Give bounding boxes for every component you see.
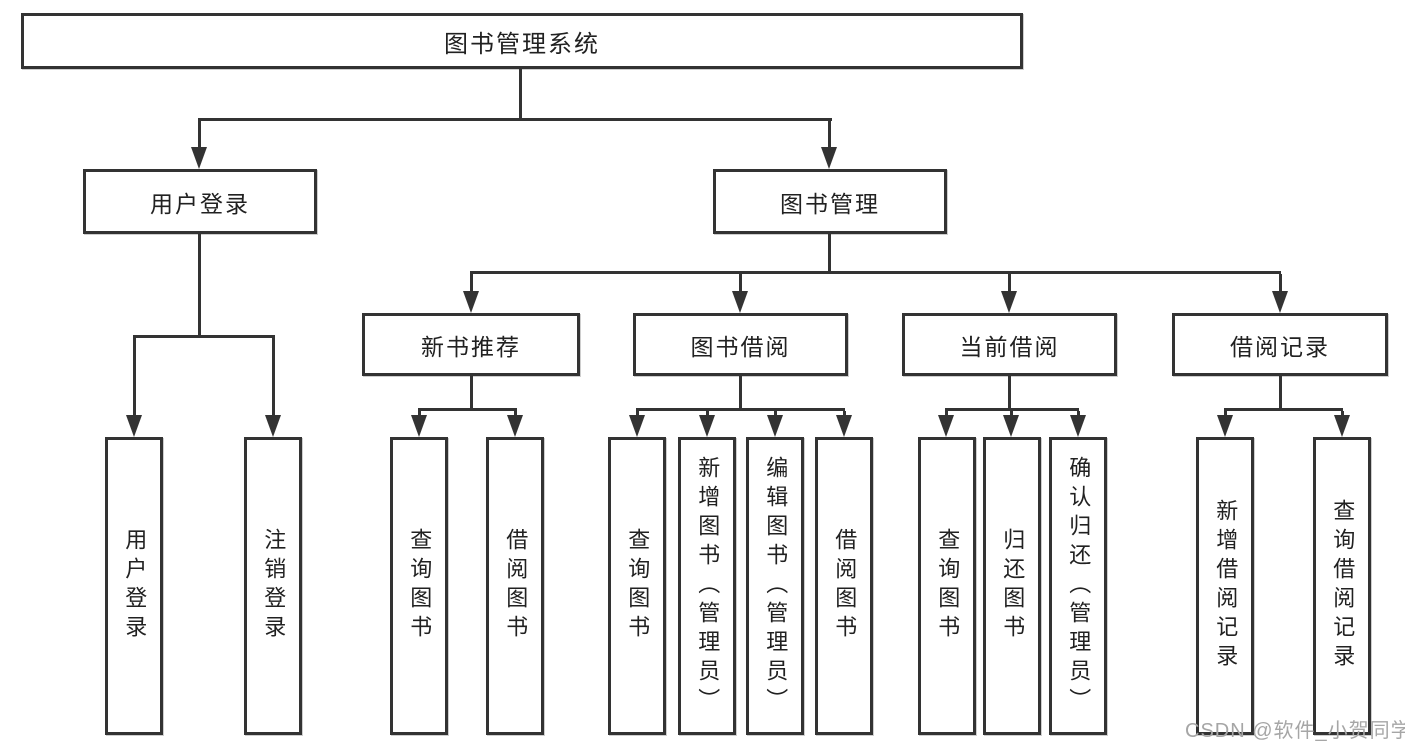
connector-newbook-hline bbox=[418, 408, 517, 411]
leaf-borrow-books-recommend-label: 借阅图书 bbox=[503, 528, 529, 644]
arrow-leaf-add-borrow-record bbox=[1217, 415, 1233, 437]
leaf-add-book-admin-label: 新增图书（管理员） bbox=[695, 455, 721, 717]
leaf-query-borrow-record: 查询借阅记录 bbox=[1313, 437, 1371, 735]
node-borrowing-records-label: 借阅记录 bbox=[1230, 333, 1330, 360]
leaf-user-login-label: 用户登录 bbox=[122, 528, 148, 644]
connector-bookmgmt-hline bbox=[470, 271, 1281, 274]
leaf-add-borrow-record: 新增借阅记录 bbox=[1196, 437, 1254, 735]
arrow-book-borrowing bbox=[732, 291, 748, 313]
connector-stem-book-borrowing bbox=[739, 274, 742, 294]
connector-currentborrow-stem bbox=[1008, 376, 1011, 411]
connector-newbook-stem bbox=[470, 376, 473, 411]
leaf-logout-label: 注销登录 bbox=[261, 528, 287, 644]
leaf-return-book: 归还图书 bbox=[983, 437, 1041, 735]
leaf-query-books-borrowing-label: 查询图书 bbox=[625, 528, 651, 644]
leaf-query-books-recommend: 查询图书 bbox=[390, 437, 448, 735]
leaf-query-books-borrowing: 查询图书 bbox=[608, 437, 666, 735]
node-book-management: 图书管理 bbox=[713, 169, 947, 234]
leaf-query-books-recommend-label: 查询图书 bbox=[407, 528, 433, 644]
leaf-edit-book-admin-label: 编辑图书（管理员） bbox=[763, 455, 789, 717]
node-user-login-label: 用户登录 bbox=[150, 190, 250, 217]
connector-records-hline bbox=[1224, 408, 1343, 411]
leaf-edit-book-admin: 编辑图书（管理员） bbox=[746, 437, 804, 735]
connector-stem-book-management bbox=[828, 121, 831, 149]
arrow-leaf-edit-book-admin bbox=[767, 415, 783, 437]
node-new-book-recommend: 新书推荐 bbox=[362, 313, 580, 376]
connector-stem-user-login bbox=[198, 121, 201, 149]
leaf-query-books-current: 查询图书 bbox=[918, 437, 976, 735]
leaf-confirm-return-admin: 确认归还（管理员） bbox=[1049, 437, 1107, 735]
node-book-borrowing: 图书借阅 bbox=[633, 313, 848, 376]
leaf-logout: 注销登录 bbox=[244, 437, 302, 735]
connector-stem-current-borrowing bbox=[1008, 274, 1011, 294]
arrow-leaf-query-books-current bbox=[938, 415, 954, 437]
connector-bookmgmt-stem bbox=[828, 234, 831, 274]
connector-root-hline bbox=[198, 118, 832, 121]
arrow-borrowing-records bbox=[1272, 291, 1288, 313]
leaf-add-borrow-record-label: 新增借阅记录 bbox=[1213, 499, 1239, 673]
node-new-book-recommend-label: 新书推荐 bbox=[421, 333, 521, 360]
arrow-book-management bbox=[821, 147, 837, 169]
arrow-leaf-logout bbox=[265, 415, 281, 437]
leaf-borrow-books-borrowing: 借阅图书 bbox=[815, 437, 873, 735]
connector-stem-leaf-logout bbox=[272, 338, 275, 417]
node-current-borrowing-label: 当前借阅 bbox=[959, 333, 1060, 360]
node-book-management-label: 图书管理 bbox=[780, 190, 880, 217]
connector-root-stem bbox=[519, 69, 522, 121]
node-user-login: 用户登录 bbox=[83, 169, 317, 234]
leaf-borrow-books-recommend: 借阅图书 bbox=[486, 437, 544, 735]
node-root: 图书管理系统 bbox=[21, 13, 1023, 69]
arrow-leaf-query-borrow-record bbox=[1334, 415, 1350, 437]
node-current-borrowing: 当前借阅 bbox=[902, 313, 1117, 376]
connector-stem-borrowing-records bbox=[1279, 274, 1282, 294]
connector-currentborrow-hline bbox=[945, 408, 1079, 411]
arrow-leaf-return-book bbox=[1003, 415, 1019, 437]
connector-bookborrow-stem bbox=[739, 376, 742, 411]
leaf-return-book-label: 归还图书 bbox=[1000, 528, 1026, 644]
leaf-query-borrow-record-label: 查询借阅记录 bbox=[1330, 499, 1356, 673]
leaf-add-book-admin: 新增图书（管理员） bbox=[678, 437, 736, 735]
watermark: CSDN @软件_小贺同学 bbox=[1185, 720, 1405, 742]
connector-bookborrow-hline bbox=[636, 408, 845, 411]
arrow-leaf-add-book-admin bbox=[699, 415, 715, 437]
node-root-label: 图书管理系统 bbox=[444, 30, 600, 58]
leaf-borrow-books-borrowing-label: 借阅图书 bbox=[832, 528, 858, 644]
arrow-leaf-confirm-return-admin bbox=[1070, 415, 1086, 437]
leaf-confirm-return-admin-label: 确认归还（管理员） bbox=[1066, 455, 1092, 717]
arrow-user-login bbox=[191, 147, 207, 169]
arrow-leaf-query-books-borrowing bbox=[629, 415, 645, 437]
connector-records-stem bbox=[1279, 376, 1282, 411]
connector-stem-new-book bbox=[470, 274, 473, 294]
node-borrowing-records: 借阅记录 bbox=[1172, 313, 1388, 376]
arrow-leaf-borrow-books-borrowing bbox=[836, 415, 852, 437]
connector-userlogin-stem bbox=[198, 234, 201, 338]
connector-stem-leaf-user-login bbox=[133, 338, 136, 417]
arrow-new-book-recommend bbox=[463, 291, 479, 313]
connector-userlogin-hline bbox=[133, 335, 275, 338]
leaf-user-login: 用户登录 bbox=[105, 437, 163, 735]
leaf-query-books-current-label: 查询图书 bbox=[935, 528, 961, 644]
arrow-leaf-user-login bbox=[126, 415, 142, 437]
node-book-borrowing-label: 图书借阅 bbox=[690, 333, 791, 360]
arrow-current-borrowing bbox=[1001, 291, 1017, 313]
arrow-leaf-query-books-recommend bbox=[411, 415, 427, 437]
arrow-leaf-borrow-books-recommend bbox=[507, 415, 523, 437]
